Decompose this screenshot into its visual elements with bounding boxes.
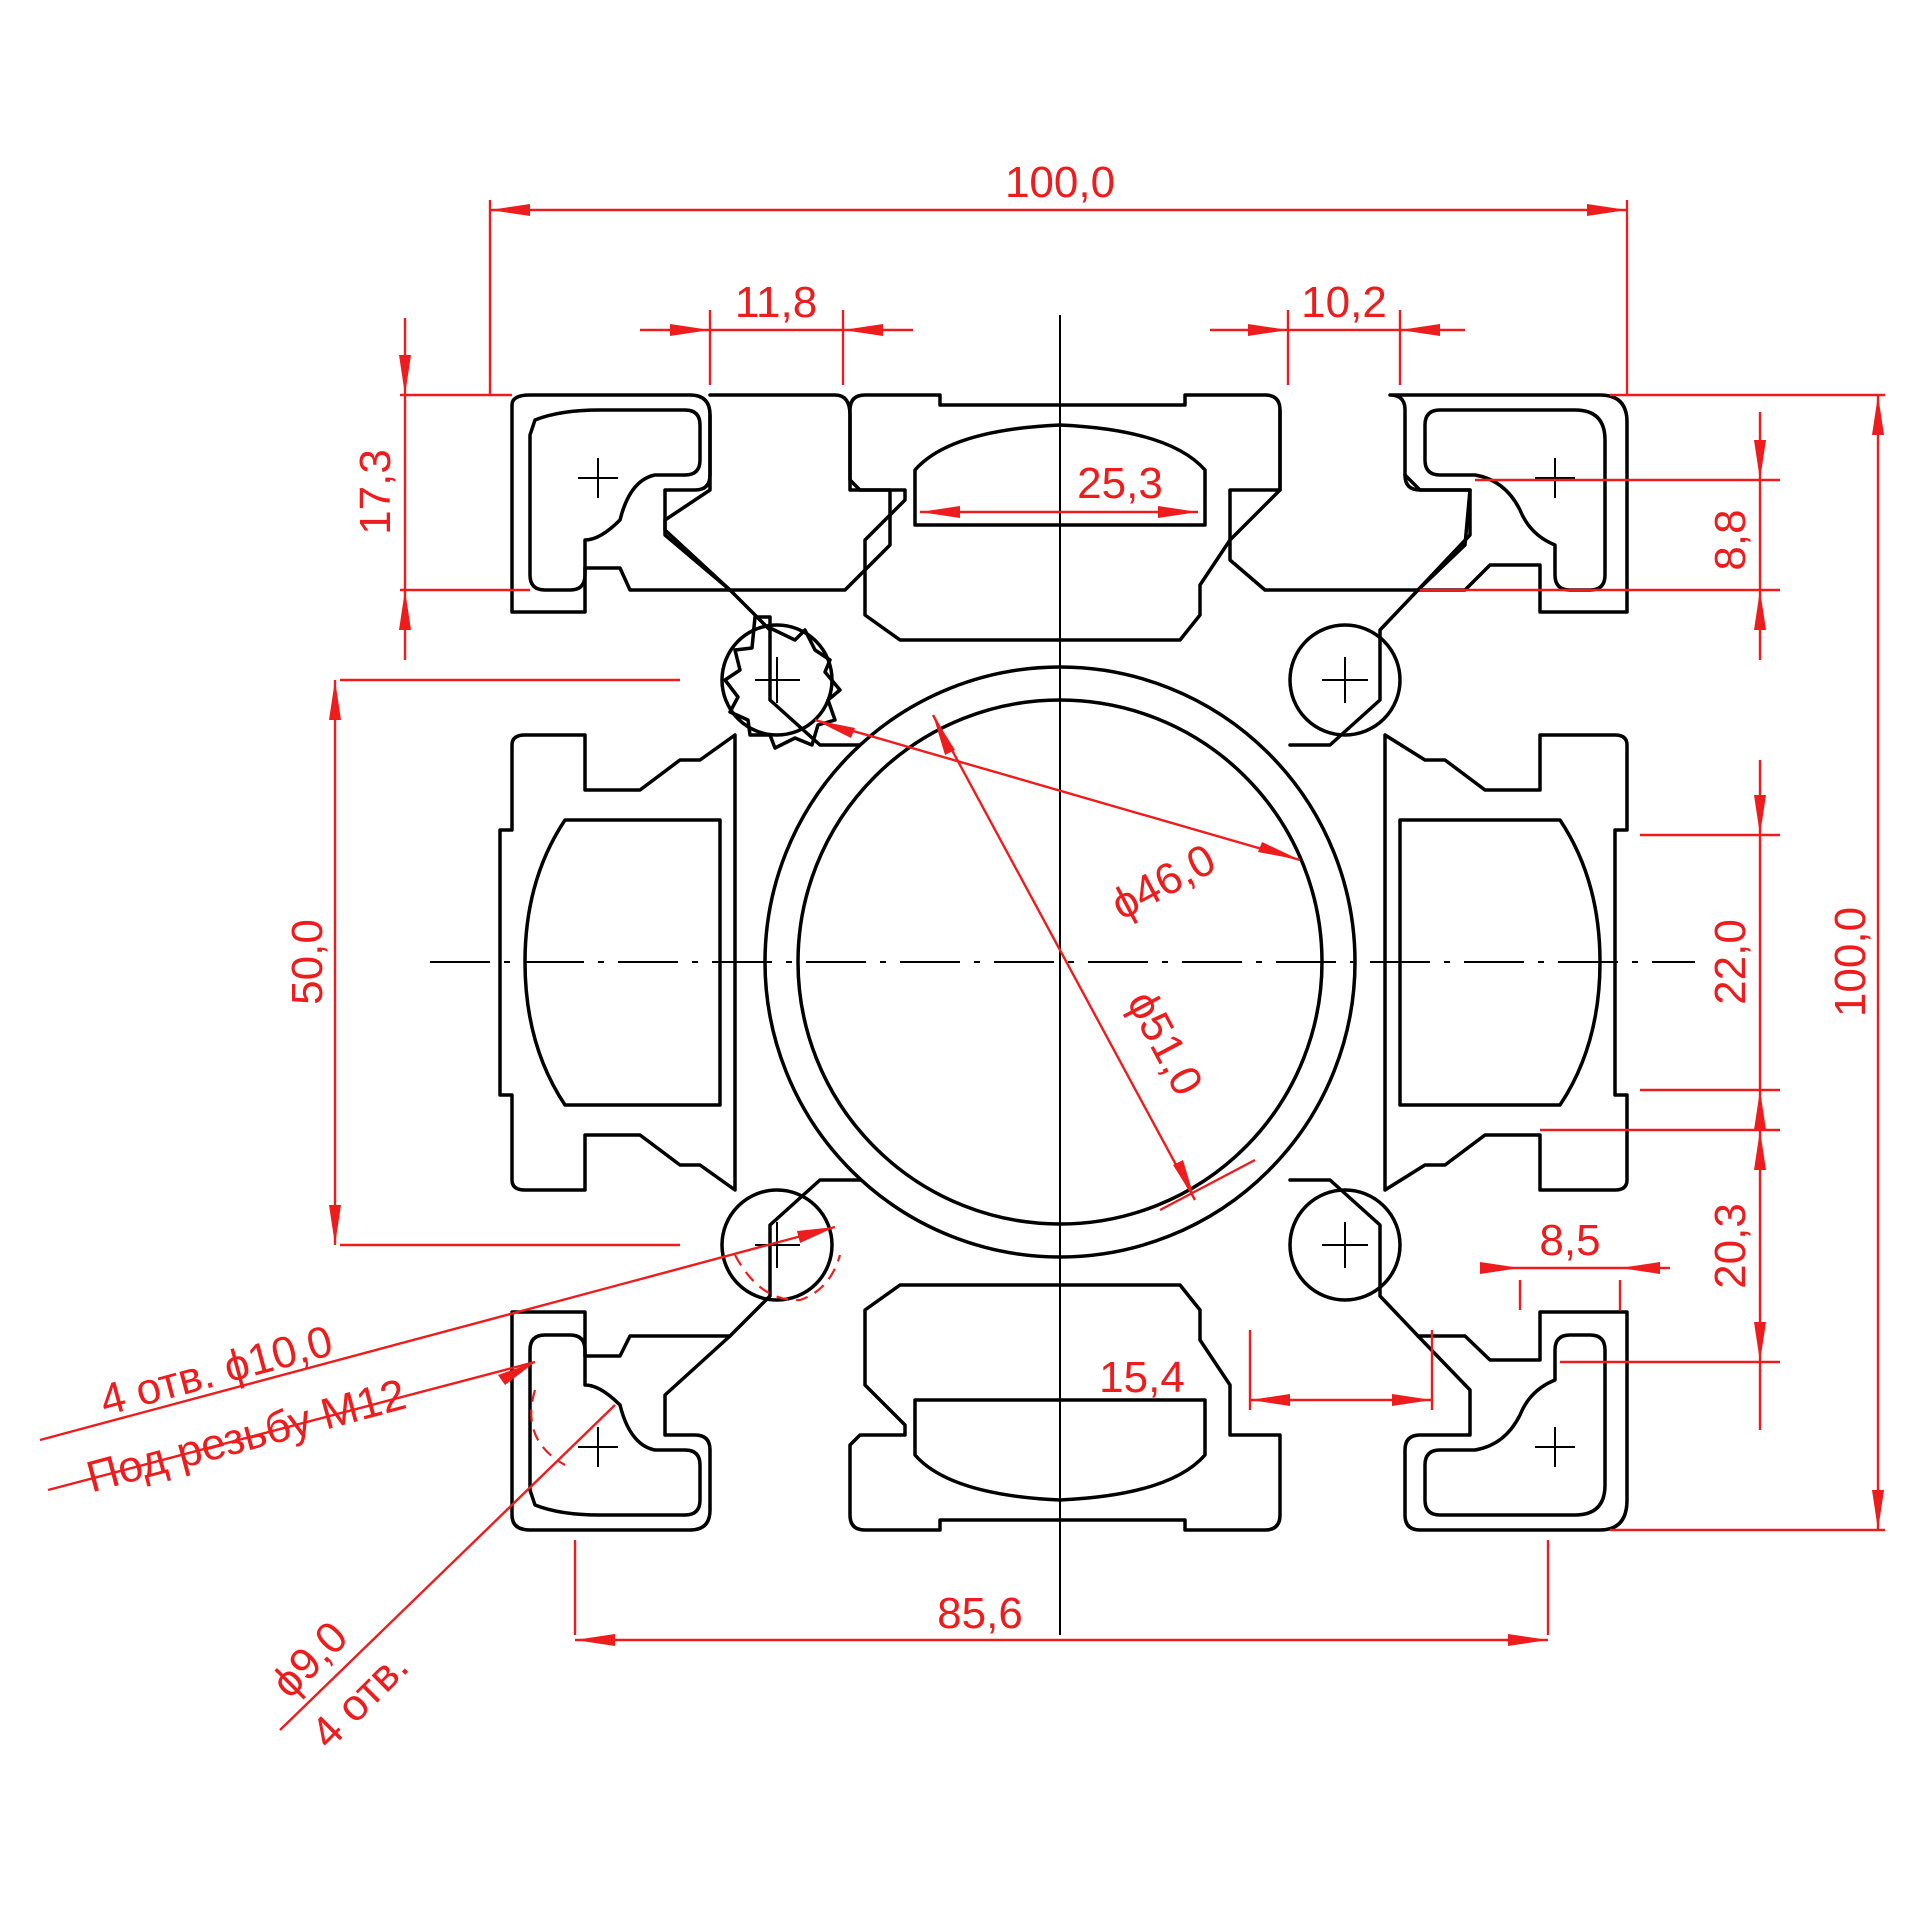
dim-corner-channel: 8,8 bbox=[1706, 509, 1755, 570]
dim-bore-width: 25,3 bbox=[1077, 459, 1163, 508]
corner-pocket-bottom-right bbox=[1403, 1310, 1629, 1532]
dim-corner-height: 17,3 bbox=[351, 449, 400, 535]
spline-hole-bottom-right bbox=[1288, 1188, 1402, 1302]
dim-section-height: 50,0 bbox=[283, 919, 332, 1005]
dim-slot-inner-width: 15,4 bbox=[1099, 1353, 1185, 1402]
left-bore-arc bbox=[523, 818, 722, 1107]
web-bottom-right bbox=[1288, 1178, 1420, 1338]
dim-side-opening: 22,0 bbox=[1706, 919, 1755, 1005]
spline-hole-top-right bbox=[1288, 623, 1402, 737]
top-slot-right-wall bbox=[1228, 408, 1472, 592]
right-center-block bbox=[1383, 733, 1629, 1192]
dim-slot-width-small: 8,5 bbox=[1539, 1216, 1600, 1265]
dim-width-total: 100,0 bbox=[1005, 158, 1115, 207]
web-bottom-left bbox=[728, 1178, 862, 1338]
dimension-lines bbox=[39, 200, 1885, 1731]
top-bore-arc bbox=[913, 423, 1207, 527]
dim-outer-bore: ϕ51,0 bbox=[1117, 983, 1212, 1103]
dim-slot-left: 11,8 bbox=[735, 278, 817, 327]
profile-outline bbox=[430, 315, 1695, 1635]
right-bore-arc bbox=[1398, 818, 1602, 1107]
corner-insert-top-left bbox=[528, 408, 702, 592]
spline-hole-bottom-left bbox=[720, 1188, 834, 1302]
cross-hole-bottom-left bbox=[578, 1427, 618, 1467]
cross-spline-top-right bbox=[1322, 657, 1368, 703]
corner-pocket-top-left bbox=[510, 393, 732, 614]
cross-hole-bottom-right bbox=[1535, 1427, 1575, 1467]
spline-hole-top-left bbox=[720, 615, 842, 750]
cross-hole-top-right bbox=[1535, 458, 1575, 498]
web-top-right bbox=[1288, 588, 1420, 747]
top-center-block bbox=[848, 393, 1282, 642]
dimension-texts: 100,0 11,8 10,2 17,3 25,3 8,8 50,0 ϕ46,0… bbox=[81, 158, 1875, 1758]
dim-slot-right: 10,2 bbox=[1301, 278, 1387, 327]
dim-center-bore: ϕ46,0 bbox=[1103, 835, 1223, 930]
cross-hole-top-left bbox=[578, 458, 618, 498]
bottom-bore-arc bbox=[913, 1398, 1207, 1502]
dim-hole-pitch: 85,6 bbox=[937, 1589, 1023, 1638]
dim-lower-slot: 20,3 bbox=[1706, 1203, 1755, 1289]
corner-insert-top-right bbox=[1423, 408, 1607, 592]
corner-insert-bottom-left bbox=[528, 1333, 702, 1517]
bottom-center-block bbox=[848, 1283, 1282, 1532]
cross-spline-bottom-right bbox=[1322, 1222, 1368, 1268]
corner-insert-bottom-right bbox=[1423, 1333, 1607, 1517]
cross-spline-top-left bbox=[755, 657, 800, 703]
dim-height-total: 100,0 bbox=[1826, 907, 1875, 1017]
left-center-block bbox=[498, 733, 737, 1192]
cross-spline-bottom-left bbox=[755, 1222, 800, 1268]
corner-pocket-bottom-left bbox=[510, 1310, 732, 1532]
